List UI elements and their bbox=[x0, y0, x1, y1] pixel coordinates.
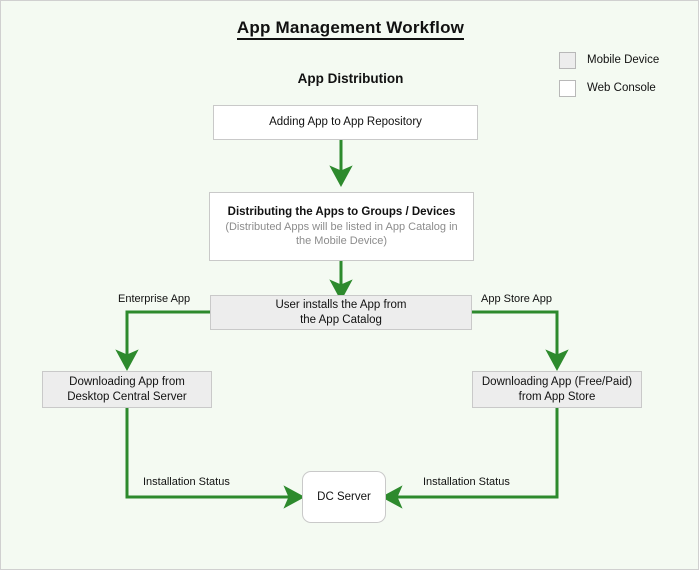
edge-label-app-store-app: App Store App bbox=[481, 293, 552, 305]
edge-label-enterprise-app: Enterprise App bbox=[118, 293, 191, 305]
node-distributing-apps: Distributing the Apps to Groups / Device… bbox=[209, 192, 474, 261]
node-distributing-apps-line1: Distributing the Apps to Groups / Device… bbox=[227, 206, 456, 218]
node-distributing-apps-line3: the Mobile Device) bbox=[295, 235, 388, 247]
node-dc-server-line1: DC Server bbox=[317, 490, 371, 503]
arrow-enterprise-app bbox=[115, 310, 210, 372]
edge-label-installation-status-left: Installation Status bbox=[143, 476, 230, 488]
legend-label-mobile-device: Mobile Device bbox=[587, 54, 660, 66]
legend-item-web-console: Web Console bbox=[559, 77, 694, 99]
node-distributing-apps-line2: (Distributed Apps will be listed in App … bbox=[225, 221, 458, 233]
legend: Mobile Device Web Console bbox=[559, 49, 694, 105]
edge-label-installation-status-right: Installation Status bbox=[423, 476, 510, 488]
node-download-app-store-line2: from App Store bbox=[518, 390, 596, 403]
node-adding-app-line1: Adding App to App Repository bbox=[269, 116, 422, 128]
node-user-installs-line2: the App Catalog bbox=[300, 313, 382, 326]
node-user-installs: User installs the App from the App Catal… bbox=[210, 295, 472, 330]
section-subtitle: App Distribution bbox=[297, 71, 404, 86]
node-dc-server: DC Server bbox=[302, 471, 386, 523]
node-download-desktop-central-line1: Downloading App from bbox=[69, 375, 185, 388]
legend-item-mobile-device: Mobile Device bbox=[559, 49, 694, 71]
page-title: App Management Workflow bbox=[1, 18, 698, 40]
node-download-desktop-central-line2: Desktop Central Server bbox=[67, 390, 187, 403]
legend-swatch-mobile-device-icon bbox=[559, 51, 576, 69]
legend-swatch-web-console-icon bbox=[559, 79, 576, 97]
arrow-app-store-app bbox=[471, 310, 569, 372]
page-title-text: App Management Workflow bbox=[236, 18, 465, 40]
node-download-desktop-central: Downloading App from Desktop Central Ser… bbox=[42, 371, 212, 408]
legend-label-web-console: Web Console bbox=[587, 82, 656, 94]
node-download-app-store: Downloading App (Free/Paid) from App Sto… bbox=[472, 371, 642, 408]
node-user-installs-line1: User installs the App from bbox=[275, 298, 407, 311]
node-download-app-store-line1: Downloading App (Free/Paid) bbox=[481, 375, 633, 388]
node-adding-app: Adding App to App Repository bbox=[213, 105, 478, 140]
